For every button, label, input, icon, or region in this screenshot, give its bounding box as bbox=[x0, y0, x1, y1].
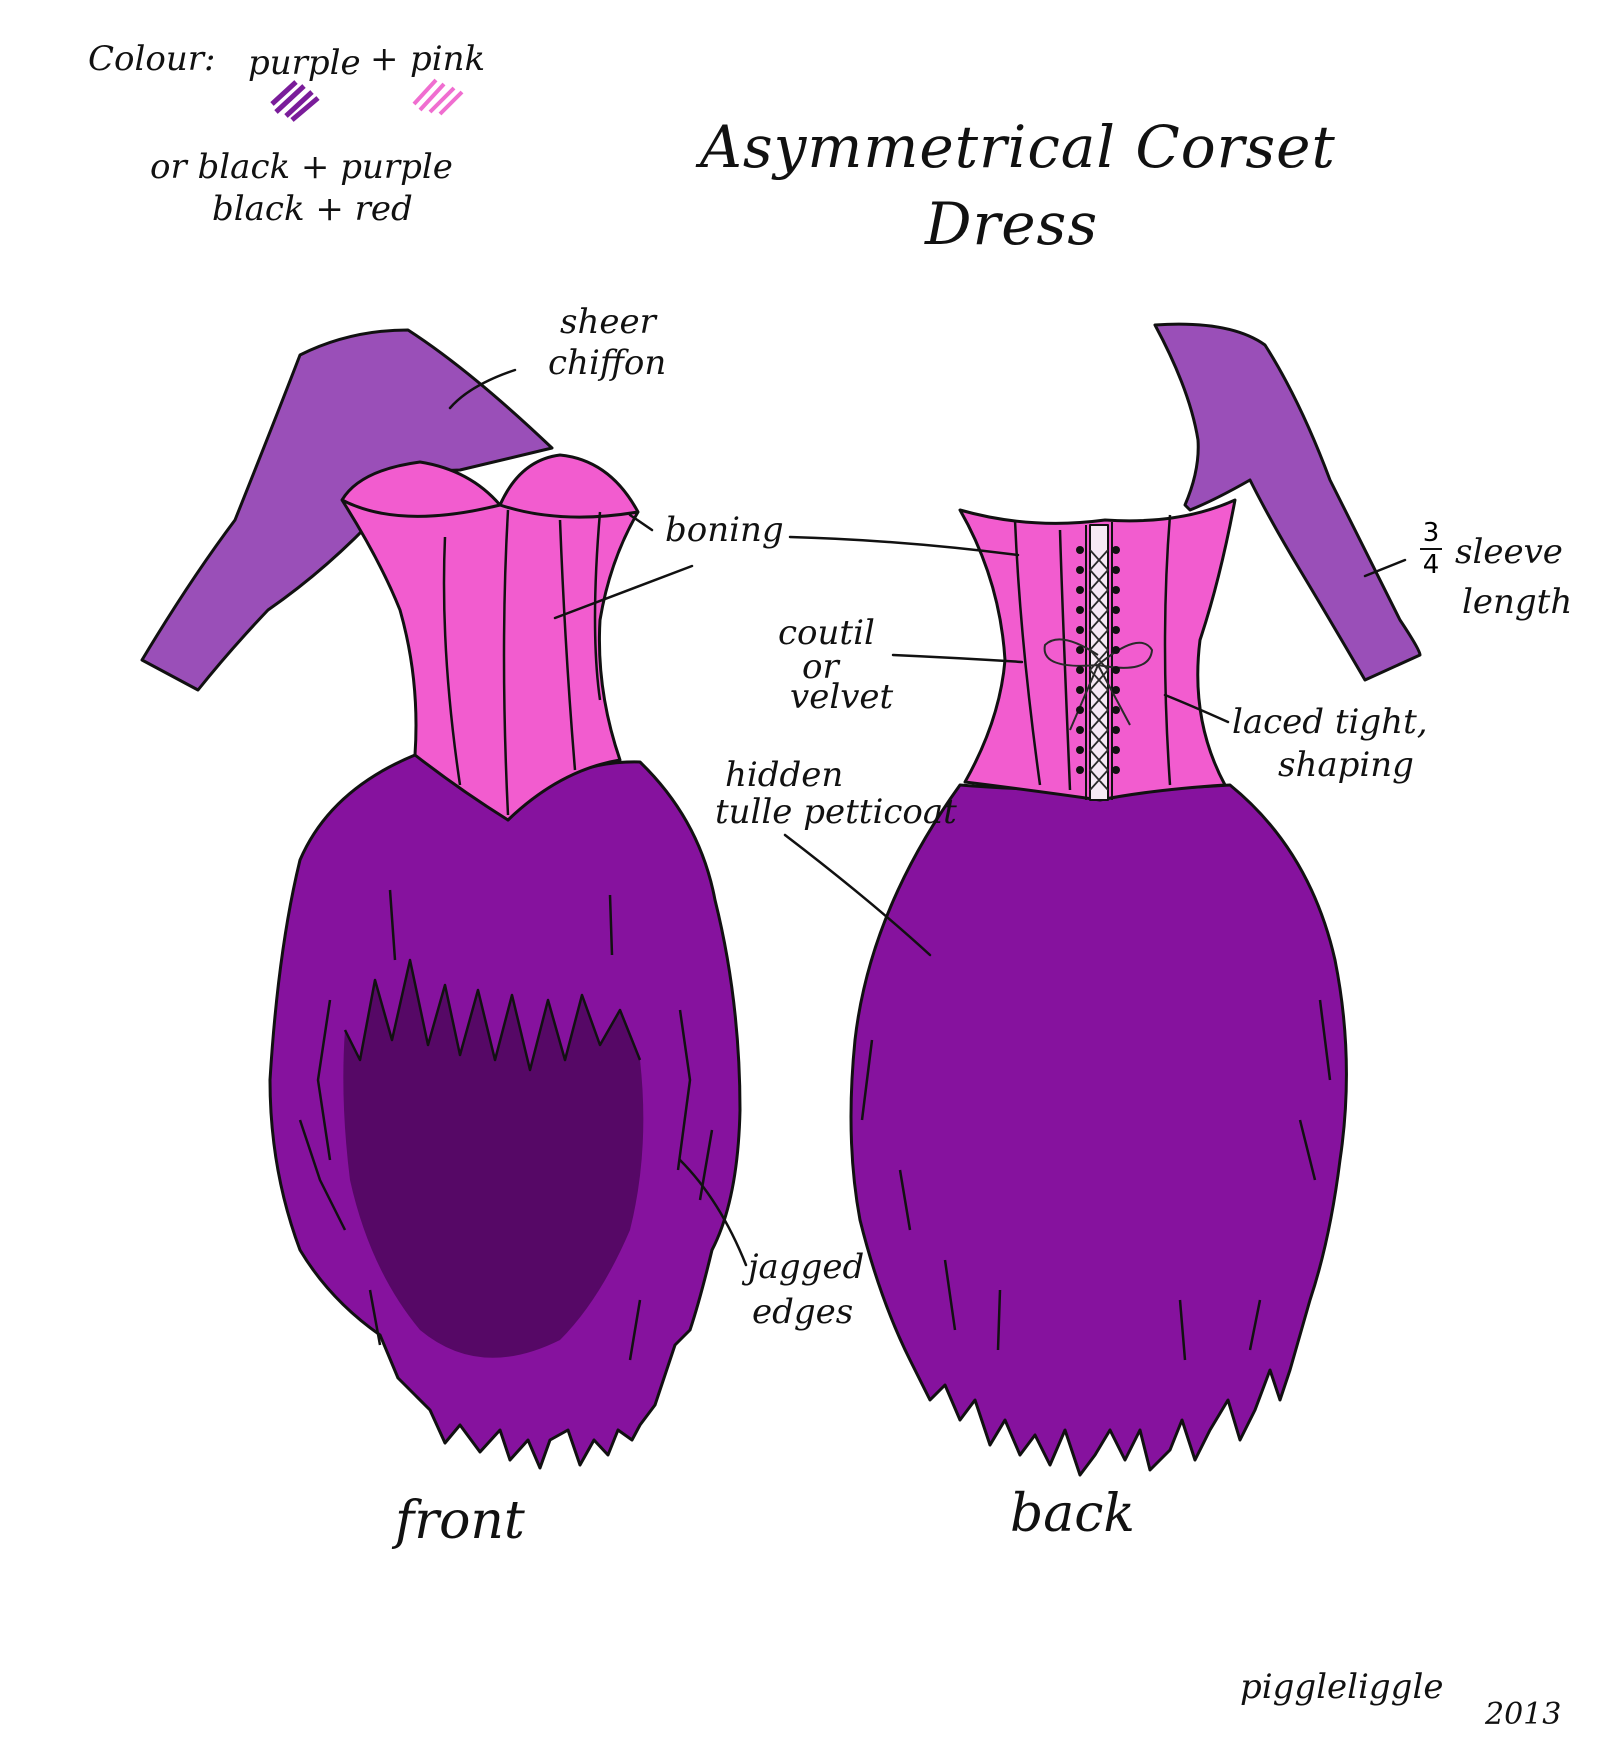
colour-alt-1: or black + purple bbox=[150, 147, 453, 187]
page-title-line2: Dress bbox=[925, 190, 1099, 258]
boning-front-leader-1 bbox=[628, 513, 654, 532]
fraction-numerator: 3 bbox=[1422, 518, 1440, 548]
annotation-edges: edges bbox=[752, 1292, 854, 1332]
front-skirt-shadow bbox=[343, 960, 644, 1358]
back-label: back bbox=[1010, 1484, 1135, 1544]
pink-swatch bbox=[412, 78, 464, 116]
purple-swatch bbox=[270, 80, 320, 122]
colour-alt-2: black + red bbox=[212, 189, 413, 229]
back-skirt bbox=[849, 783, 1348, 1477]
signature-year: 2013 bbox=[1485, 1697, 1562, 1732]
annotation-velvet: velvet bbox=[790, 677, 894, 717]
jagged-leader bbox=[678, 1158, 748, 1267]
colour-label: Colour: bbox=[88, 39, 216, 79]
back-bow bbox=[1043, 638, 1153, 731]
page-title: Asymmetrical Corset bbox=[700, 113, 1336, 181]
front-dress bbox=[140, 328, 742, 1470]
annotation-coutil: coutil bbox=[778, 613, 875, 653]
sheer-chiffon-leader bbox=[448, 368, 517, 410]
fraction-denominator: 4 bbox=[1422, 550, 1440, 580]
annotation-tulle: tulle petticoat bbox=[715, 792, 957, 832]
sleeve-length-leader bbox=[1363, 558, 1407, 578]
annotation-laced-2: shaping bbox=[1278, 745, 1414, 785]
annotation-chiffon: chiffon bbox=[548, 343, 667, 383]
annotation-sleeve: sleeve bbox=[1455, 532, 1563, 572]
front-label: front bbox=[395, 1491, 525, 1551]
boning-back-leader bbox=[788, 535, 1020, 557]
annotation-hidden: hidden bbox=[725, 755, 844, 795]
colour-plus: + bbox=[370, 39, 399, 79]
coutil-leader bbox=[891, 653, 1024, 664]
tulle-leader bbox=[783, 833, 932, 957]
annotation-boning: boning bbox=[665, 510, 784, 550]
annotation-fraction: 3 4 bbox=[1420, 520, 1442, 578]
colour-purple-word: purple bbox=[248, 43, 361, 83]
annotation-jagged: jagged bbox=[748, 1247, 865, 1287]
annotation-laced-1: laced tight, bbox=[1232, 702, 1428, 742]
annotation-sheer: sheer bbox=[560, 302, 656, 342]
front-corset bbox=[340, 453, 640, 822]
colour-pink-word: pink bbox=[410, 39, 486, 79]
back-grommets bbox=[1076, 546, 1120, 774]
leader-lines bbox=[448, 368, 1407, 1267]
boning-front-leader-2 bbox=[553, 564, 694, 620]
annotation-or: or bbox=[802, 647, 839, 687]
laced-leader bbox=[1163, 693, 1230, 724]
signature-name: piggleliggle bbox=[1240, 1667, 1444, 1707]
back-dress bbox=[849, 322, 1422, 1477]
back-sleeve bbox=[1153, 322, 1422, 682]
annotation-length: length bbox=[1462, 582, 1573, 622]
